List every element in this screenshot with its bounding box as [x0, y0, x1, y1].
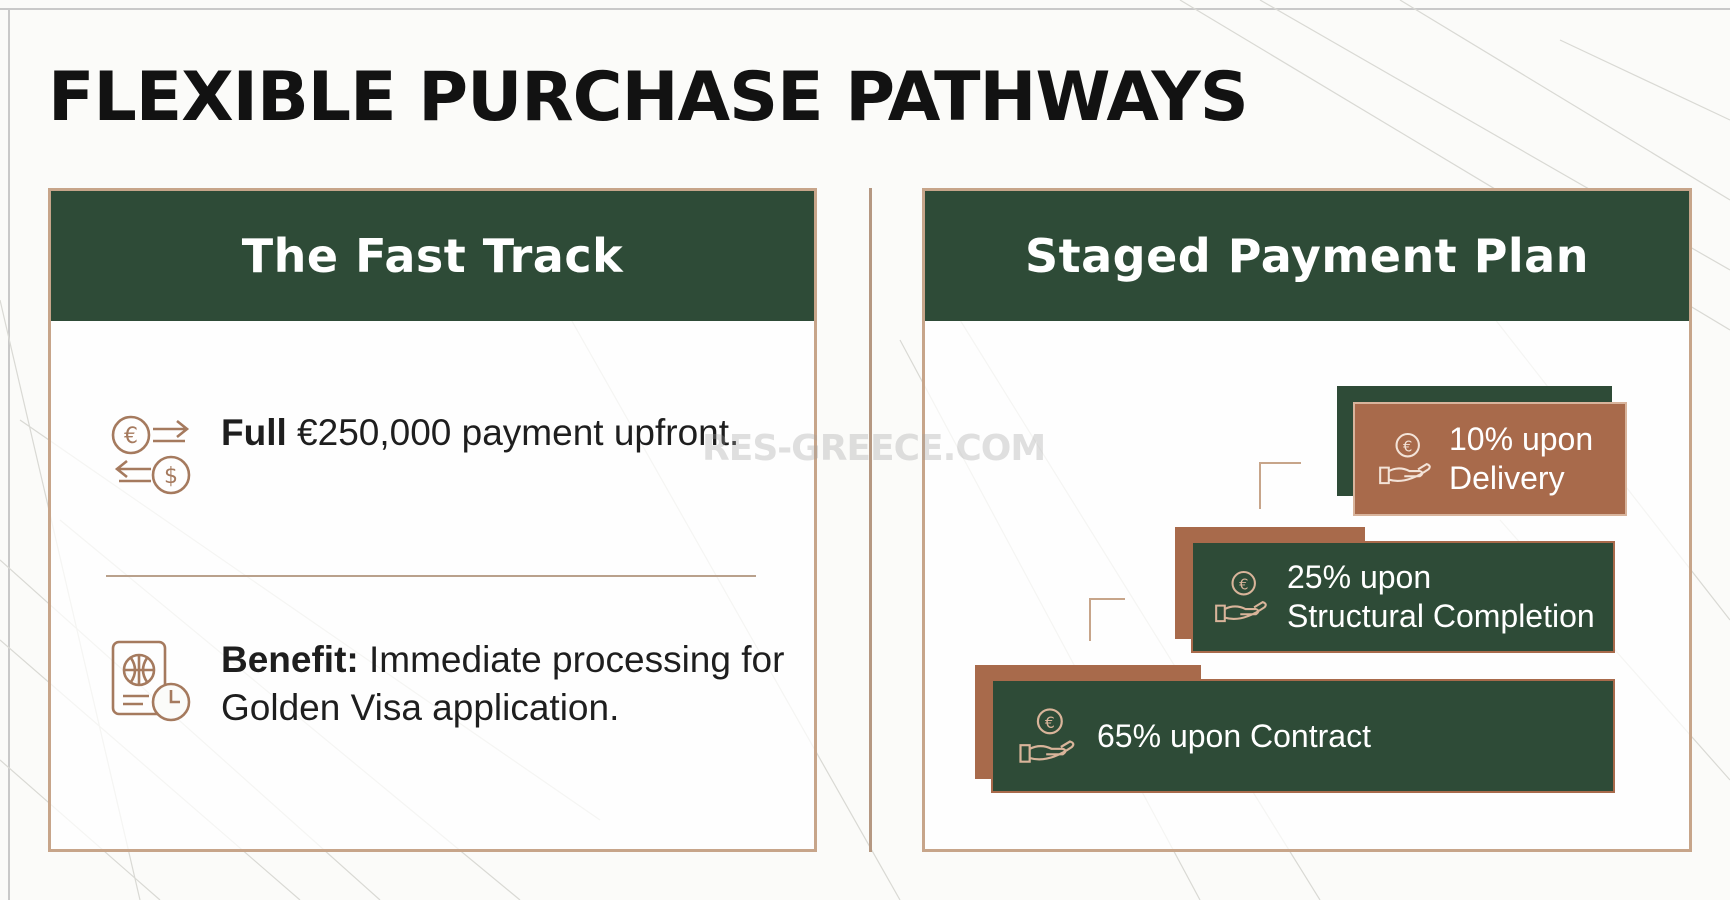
stage-structural: € 25% upon Structural Completion	[1175, 527, 1615, 653]
section-divider	[106, 575, 756, 577]
column-divider	[869, 188, 872, 852]
stair-connector	[1089, 598, 1125, 600]
fast-track-header: The Fast Track	[51, 191, 814, 321]
left-border	[8, 8, 10, 900]
euro-hand-icon: €	[1379, 432, 1431, 485]
staged-payment-panel: Staged Payment Plan € 10% upon Delivery	[922, 188, 1692, 852]
svg-text:€: €	[124, 424, 138, 449]
full-payment-row: € $ Full €250,000 payment upfront.	[107, 409, 739, 501]
stair-connector	[1259, 462, 1261, 509]
stage-structural-line2: Structural Completion	[1287, 598, 1595, 634]
full-payment-bold: Full	[221, 412, 287, 453]
watermark: RES-GREECE.COM	[702, 428, 1046, 469]
stage-contract-label: 65% upon Contract	[1097, 717, 1371, 756]
euro-hand-icon: €	[1215, 570, 1267, 623]
svg-text:€: €	[1239, 576, 1248, 593]
page-title: FLEXIBLE PURCHASE PATHWAYS	[48, 58, 1249, 137]
svg-text:$: $	[164, 464, 178, 489]
svg-text:€: €	[1403, 438, 1412, 455]
stage-delivery-card: € 10% upon Delivery	[1353, 402, 1627, 516]
stair-connector	[1089, 598, 1091, 641]
stage-contract-card: € 65% upon Contract	[991, 679, 1615, 793]
full-payment-detail: €250,000 payment upfront.	[286, 412, 740, 453]
stage-contract: € 65% upon Contract	[975, 665, 1615, 795]
euro-hand-icon: €	[1019, 708, 1075, 763]
staged-payment-header: Staged Payment Plan	[925, 191, 1689, 321]
benefit-detail: Immediate processing for Golden Visa app…	[221, 639, 785, 728]
stair-connector	[1259, 462, 1301, 464]
stage-contract-line1: 65% upon Contract	[1097, 717, 1371, 754]
benefit-bold: Benefit:	[221, 639, 359, 680]
stage-delivery: € 10% upon Delivery	[1337, 386, 1627, 516]
svg-text:€: €	[1045, 714, 1055, 732]
top-border	[0, 8, 1730, 10]
stage-structural-line1: 25% upon	[1287, 559, 1432, 595]
benefit-row: Benefit: Immediate processing for Golden…	[107, 636, 814, 732]
stage-delivery-line2: Delivery	[1449, 460, 1565, 496]
euro-dollar-exchange-icon: € $	[111, 415, 191, 495]
stage-structural-label: 25% upon Structural Completion	[1287, 558, 1595, 636]
benefit-text: Benefit: Immediate processing for Golden…	[221, 636, 814, 732]
full-payment-text: Full €250,000 payment upfront.	[221, 409, 739, 457]
stage-delivery-line1: 10% upon	[1449, 421, 1594, 457]
fast-track-panel: The Fast Track € $ Full €250,000 payment…	[48, 188, 817, 852]
stage-structural-card: € 25% upon Structural Completion	[1191, 541, 1615, 653]
passport-clock-icon	[111, 640, 191, 722]
stage-delivery-label: 10% upon Delivery	[1449, 420, 1593, 498]
